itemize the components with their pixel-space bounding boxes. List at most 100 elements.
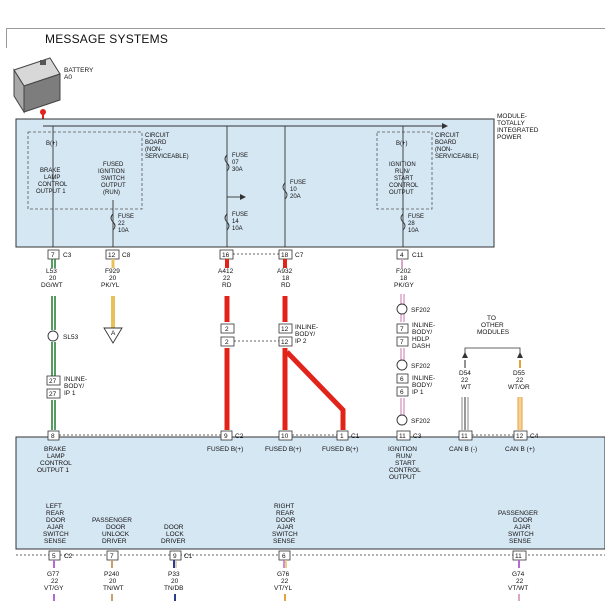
pin-low-11: 11 bbox=[512, 550, 527, 561]
circuit-board-left bbox=[27, 131, 143, 210]
fuse-14-icon bbox=[224, 213, 230, 231]
inline-ip-connector: 6 6 INLINE-BODY/IP 1 bbox=[396, 373, 435, 397]
svg-text:SF202: SF202 bbox=[411, 363, 431, 370]
svg-text:C2: C2 bbox=[235, 433, 244, 440]
pin-bottom-11b: 11 bbox=[458, 430, 473, 441]
section-title-bar: MESSAGE SYSTEMS bbox=[6, 28, 605, 48]
svg-text:SF202: SF202 bbox=[411, 418, 431, 425]
svg-text:C3: C3 bbox=[63, 252, 72, 259]
svg-text:27: 27 bbox=[49, 378, 57, 385]
svg-text:2: 2 bbox=[225, 326, 229, 333]
svg-text:7: 7 bbox=[110, 553, 114, 560]
bcm-canh: CAN B (+) bbox=[505, 446, 535, 453]
svg-text:C7: C7 bbox=[295, 252, 304, 259]
wire-l53 bbox=[51, 259, 56, 430]
svg-text:10: 10 bbox=[281, 433, 289, 440]
pin-bottom-10: 10 bbox=[278, 430, 293, 441]
battery-icon bbox=[13, 57, 61, 115]
svg-text:C1: C1 bbox=[351, 433, 360, 440]
svg-text:C8: C8 bbox=[122, 252, 131, 259]
pin-bottom-1: 1 C1 bbox=[336, 430, 360, 441]
pin-bottom-11: 11 C3 bbox=[396, 430, 422, 441]
svg-text:SF202: SF202 bbox=[411, 307, 431, 314]
svg-text:INLINE-BODY/IP 1: INLINE-BODY/IP 1 bbox=[64, 376, 87, 397]
svg-text:6: 6 bbox=[400, 376, 404, 383]
wire-a932 bbox=[282, 259, 346, 430]
reference-arrow-a-icon: A bbox=[103, 327, 123, 344]
bcm-fused-3: FUSED B(+) bbox=[322, 446, 358, 453]
pin-bottom-9: 9 C2 bbox=[220, 430, 244, 441]
splice-sf202-icon-2 bbox=[396, 359, 408, 371]
svg-text:18: 18 bbox=[281, 252, 289, 259]
svg-text:A: A bbox=[111, 330, 116, 337]
bcm-fused-2: FUSED B(+) bbox=[265, 446, 301, 453]
pin-top-18: 18 C7 bbox=[278, 249, 304, 260]
svg-text:12: 12 bbox=[516, 433, 524, 440]
splice-sl53-label: SL53 bbox=[63, 334, 79, 341]
body-control-module-box bbox=[15, 436, 605, 550]
svg-text:INLINE-BODY/IP 2: INLINE-BODY/IP 2 bbox=[295, 324, 318, 345]
svg-text:7: 7 bbox=[400, 339, 404, 346]
svg-text:12: 12 bbox=[281, 339, 289, 346]
page-title: MESSAGE SYSTEMS bbox=[45, 32, 169, 46]
svg-text:C1: C1 bbox=[184, 553, 193, 560]
bcm-fused-1: FUSED B(+) bbox=[207, 446, 243, 453]
svg-text:6: 6 bbox=[282, 553, 286, 560]
svg-text:9: 9 bbox=[224, 433, 228, 440]
svg-text:1: 1 bbox=[340, 433, 344, 440]
pin-bottom-8: 8 bbox=[47, 430, 60, 441]
pin-top-16: 16 bbox=[219, 249, 234, 260]
svg-text:11: 11 bbox=[399, 433, 406, 440]
pin-low-6: 6 bbox=[278, 550, 291, 561]
inline-ip1-connector: 27 27 INLINE-BODY/IP 1 bbox=[46, 375, 87, 399]
wire-d55 bbox=[517, 360, 523, 430]
svg-text:16: 16 bbox=[222, 252, 230, 259]
bcm-canl: CAN B (-) bbox=[449, 446, 477, 453]
pin-top-7: 7 C3 bbox=[47, 249, 72, 260]
svg-text:12: 12 bbox=[108, 252, 116, 259]
svg-text:11: 11 bbox=[515, 553, 522, 560]
splice-sf202-icon-3 bbox=[396, 414, 408, 426]
svg-text:7: 7 bbox=[51, 252, 55, 259]
svg-text:B(+): B(+) bbox=[396, 141, 408, 147]
tipm-module-box bbox=[15, 118, 495, 248]
pin-low-7: 7 bbox=[106, 550, 119, 561]
pin-top-12: 12 C8 bbox=[105, 249, 131, 260]
circuit-board-right bbox=[376, 131, 433, 210]
wire-p33 bbox=[173, 560, 177, 601]
fuse-10-icon bbox=[282, 182, 288, 200]
wire-d54 bbox=[461, 360, 469, 430]
svg-text:11: 11 bbox=[461, 433, 468, 440]
svg-text:C3: C3 bbox=[413, 433, 422, 440]
fuse-07-icon bbox=[224, 154, 230, 172]
svg-text:7: 7 bbox=[400, 326, 404, 333]
